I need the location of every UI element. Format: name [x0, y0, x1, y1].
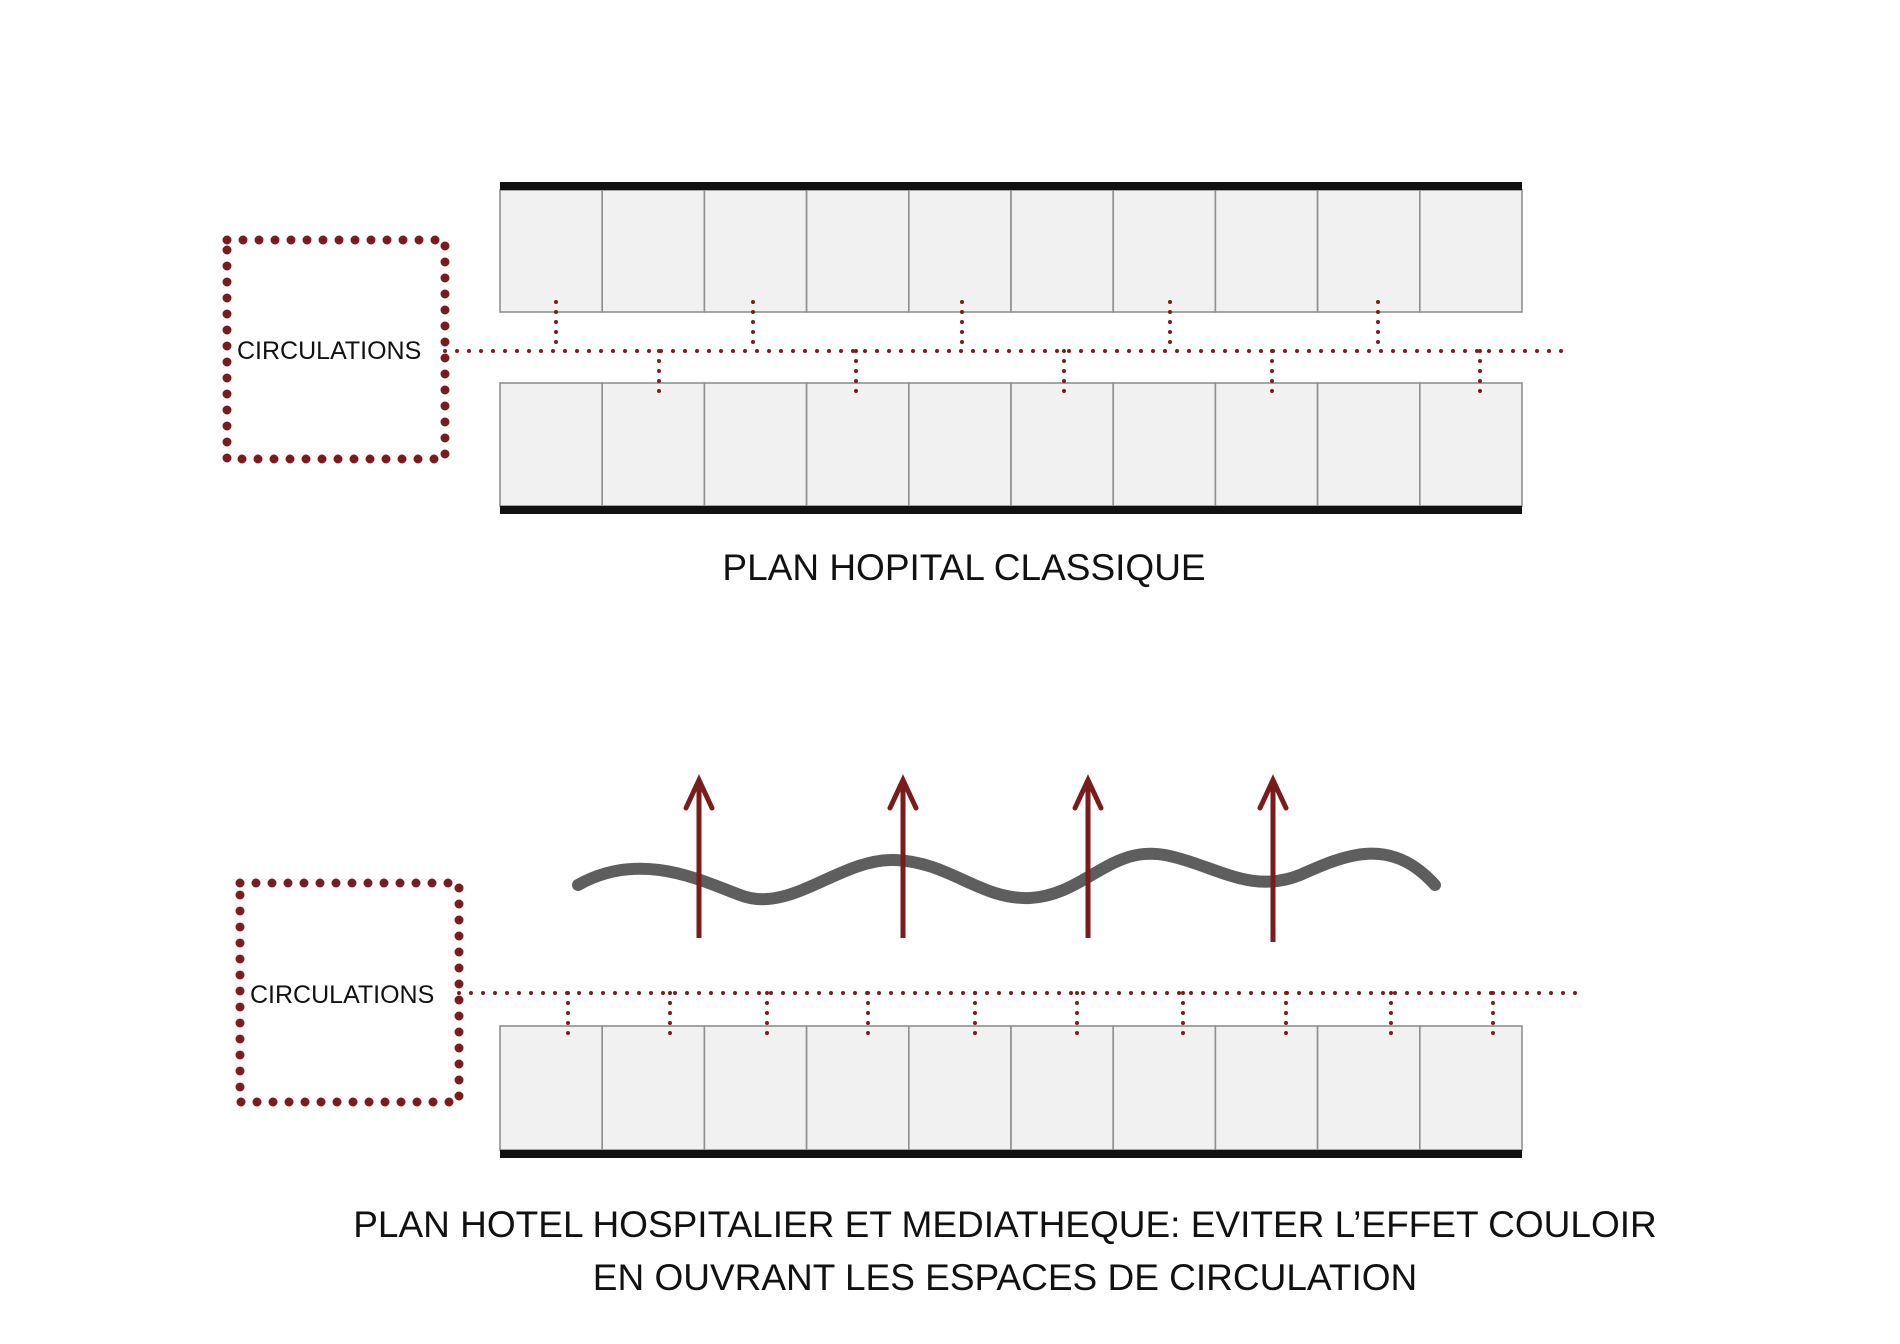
room-cell: [499, 382, 603, 507]
up-arrow: [1072, 774, 1104, 938]
room-cell: [1419, 189, 1523, 313]
room-row: [499, 1025, 1523, 1151]
room-cell: [1010, 1025, 1114, 1151]
room-cell: [703, 189, 808, 313]
open-circulation-wave: [572, 847, 1441, 906]
room-cell: [907, 189, 1012, 313]
plan-caption-line-2: EN OUVRANT LES ESPACES DE CIRCULATION: [593, 1257, 1417, 1298]
room-access-connectors: [554, 300, 1482, 395]
room-cell: [1214, 382, 1319, 507]
room-cell: [805, 382, 910, 507]
opening-arrows: [683, 774, 1289, 942]
hotel-hospital-plan: CIRCULATIONS PLAN HOTEL HOSPITALIER ET M…: [235, 774, 1657, 1298]
room-cell: [1112, 1025, 1217, 1151]
room-cell: [1010, 189, 1114, 313]
up-arrow: [887, 774, 919, 938]
plan-caption: PLAN HOPITAL CLASSIQUE: [722, 547, 1205, 588]
room-access-connectors: [566, 991, 1495, 1038]
room-cell: [907, 382, 1012, 507]
room-cell: [703, 1025, 808, 1151]
circulation-box: [222, 235, 450, 464]
room-cell: [1112, 189, 1217, 313]
plan-caption-line-1: PLAN HOTEL HOSPITALIER ET MEDIATHEQUE: E…: [353, 1204, 1657, 1245]
room-cell: [1214, 189, 1319, 313]
room-cell: [1419, 1025, 1523, 1151]
room-cell: [601, 189, 706, 313]
circulation-box-label: CIRCULATIONS: [237, 337, 421, 365]
up-arrow: [1257, 774, 1289, 942]
room-cell: [703, 382, 808, 507]
room-cell: [1316, 1025, 1421, 1151]
circulation-box: [235, 878, 464, 1107]
top-room-row: [499, 189, 1523, 313]
room-cell: [499, 1025, 603, 1151]
room-cell: [1214, 1025, 1319, 1151]
bottom-room-row: [499, 382, 1523, 507]
room-cell: [601, 1025, 706, 1151]
room-cell: [601, 382, 706, 507]
bottom-exterior-wall: [500, 1150, 1522, 1158]
room-cell: [499, 189, 603, 313]
room-cell: [1419, 382, 1523, 507]
circulation-box-label: CIRCULATIONS: [250, 981, 434, 1009]
room-cell: [1112, 382, 1217, 507]
room-cell: [805, 189, 910, 313]
room-cell: [1316, 189, 1421, 313]
room-cell: [1316, 382, 1421, 507]
bottom-exterior-wall: [500, 506, 1522, 514]
classic-hospital-plan: CIRCULATIONS PLAN HOPITAL CLASSIQUE: [222, 182, 1564, 588]
up-arrow: [683, 774, 715, 938]
top-exterior-wall: [500, 182, 1522, 190]
room-cell: [805, 1025, 910, 1151]
room-cell: [1010, 382, 1114, 507]
room-cell: [907, 1025, 1012, 1151]
